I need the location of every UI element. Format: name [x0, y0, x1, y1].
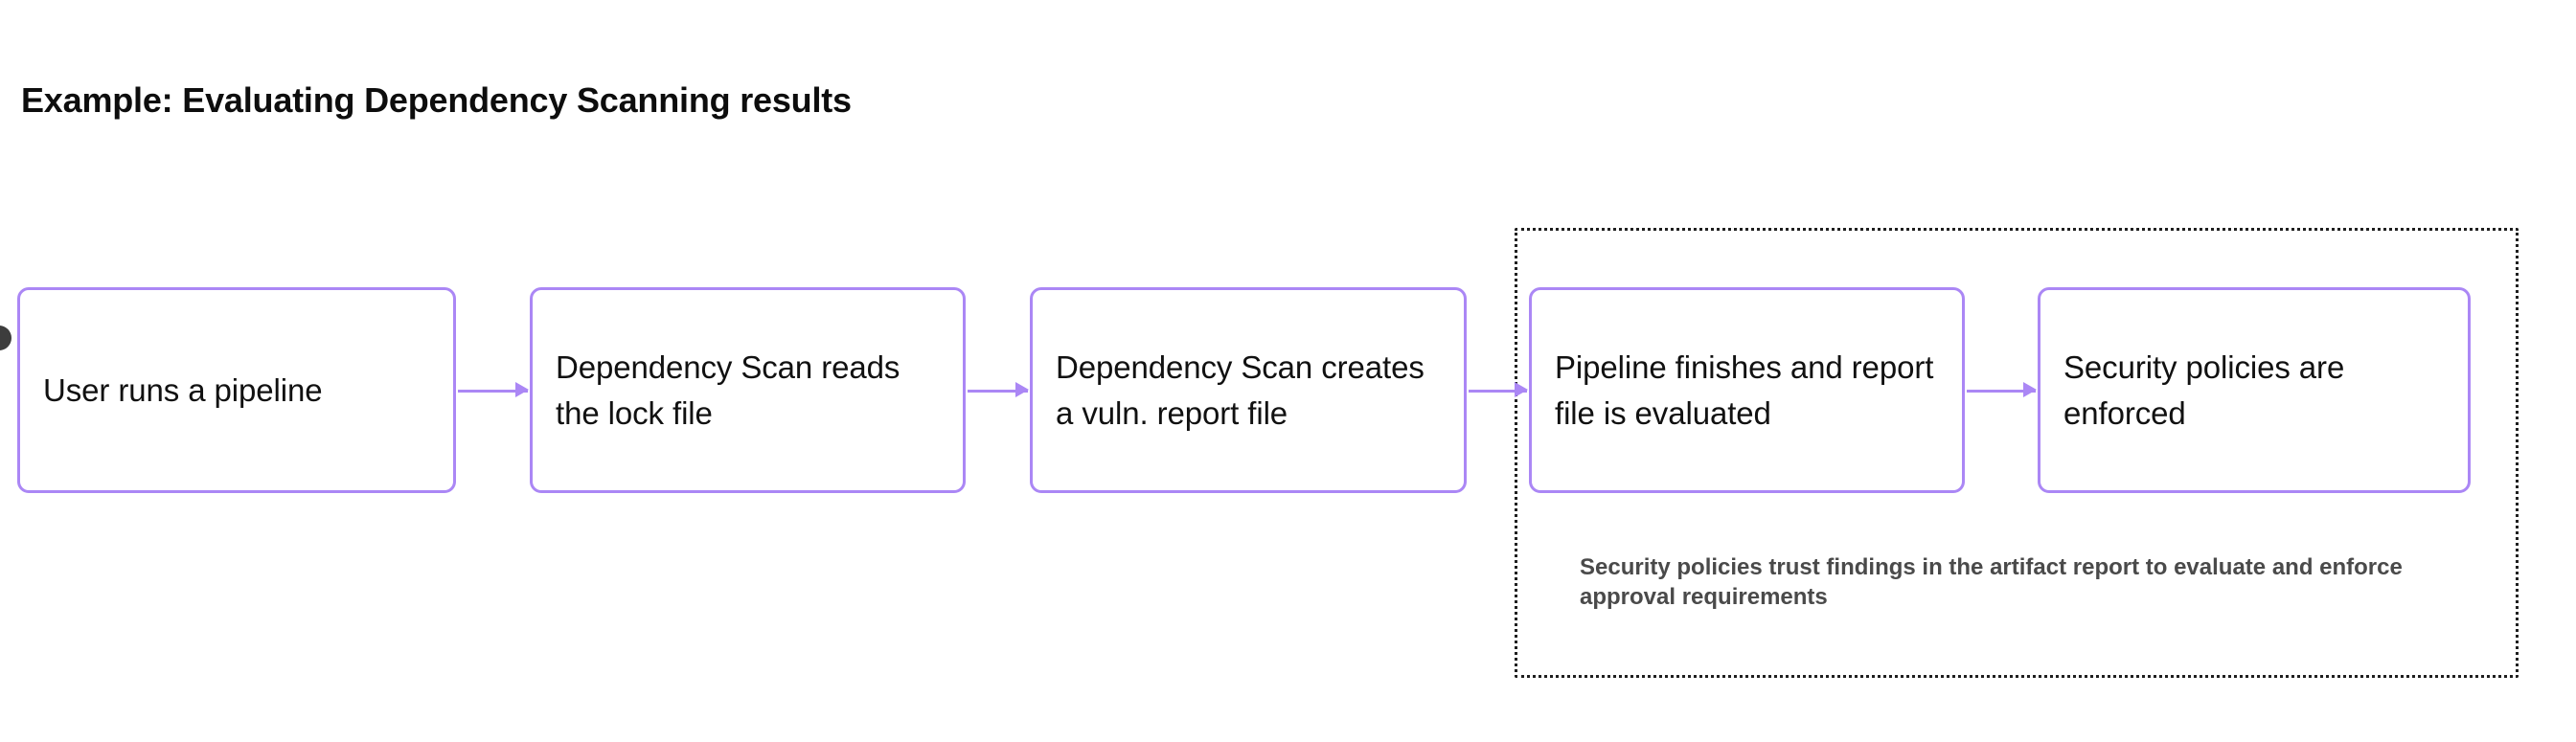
flow-node-dependency-scan-reads-lock-file[interactable]: Dependency Scan reads the lock file — [530, 287, 966, 493]
flow-node-pipeline-finishes-report-evaluated[interactable]: Pipeline finishes and report file is eva… — [1529, 287, 1965, 493]
arrow-head-icon — [1515, 382, 1528, 397]
connector-line — [458, 390, 528, 393]
flow-node-dependency-scan-creates-report[interactable]: Dependency Scan creates a vuln. report f… — [1030, 287, 1467, 493]
group-caption-text: Security policies trust findings in the … — [1580, 554, 2403, 610]
connector-arrow-4-to-5 — [1967, 381, 2037, 400]
flow-node-security-policies-enforced[interactable]: Security policies are enforced — [2038, 287, 2471, 493]
flow-node-label: Dependency Scan creates a vuln. report f… — [1056, 349, 1425, 431]
connector-line — [1967, 390, 2036, 393]
flow-node-label: Security policies are enforced — [2063, 349, 2345, 431]
flow-node-label: User runs a pipeline — [43, 371, 323, 408]
connector-arrow-3-to-4 — [1469, 381, 1528, 400]
page-title: Example: Evaluating Dependency Scanning … — [21, 80, 852, 120]
flow-node-label: Dependency Scan reads the lock file — [556, 349, 900, 431]
connector-line — [1469, 390, 1527, 393]
connector-arrow-2-to-3 — [968, 381, 1029, 400]
arrow-head-icon — [2023, 382, 2037, 397]
arrow-head-icon — [515, 382, 529, 397]
connector-line — [968, 390, 1028, 393]
group-container-security-policies — [1515, 228, 2519, 678]
connector-arrow-1-to-2 — [458, 381, 529, 400]
arrow-head-icon — [1015, 382, 1029, 397]
flow-node-user-runs-pipeline[interactable]: User runs a pipeline — [17, 287, 456, 493]
flow-node-label: Pipeline finishes and report file is eva… — [1555, 349, 1934, 431]
start-node-marker-icon — [0, 326, 11, 350]
